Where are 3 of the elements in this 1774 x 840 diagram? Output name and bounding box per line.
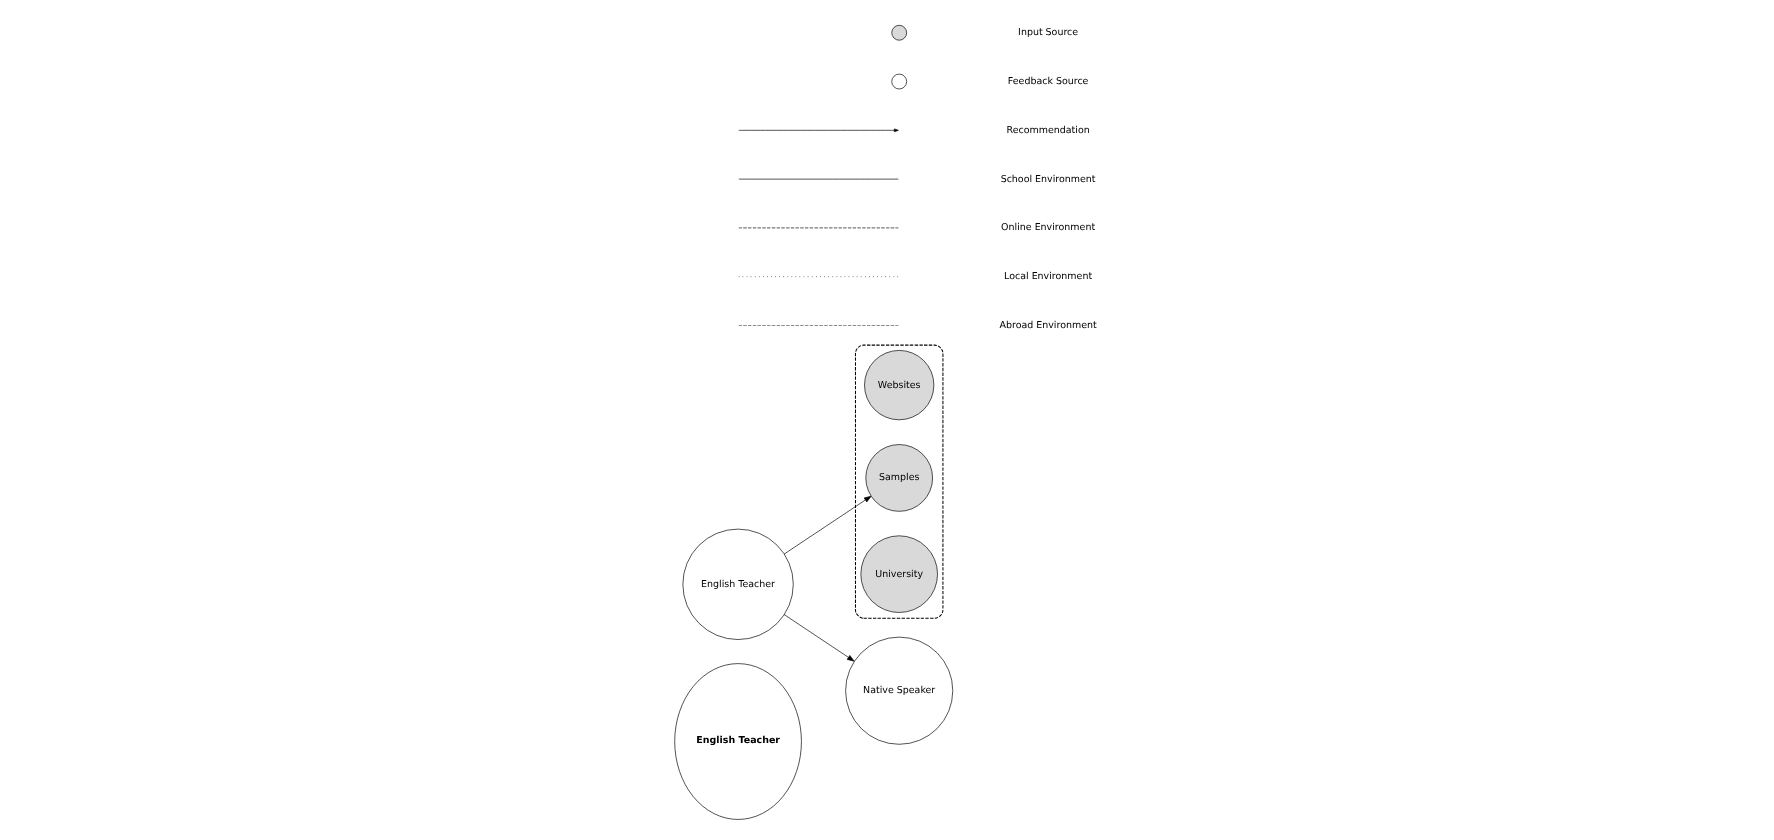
arrow — [783, 495, 872, 555]
arrow — [783, 614, 855, 662]
cluster — [854, 344, 944, 619]
